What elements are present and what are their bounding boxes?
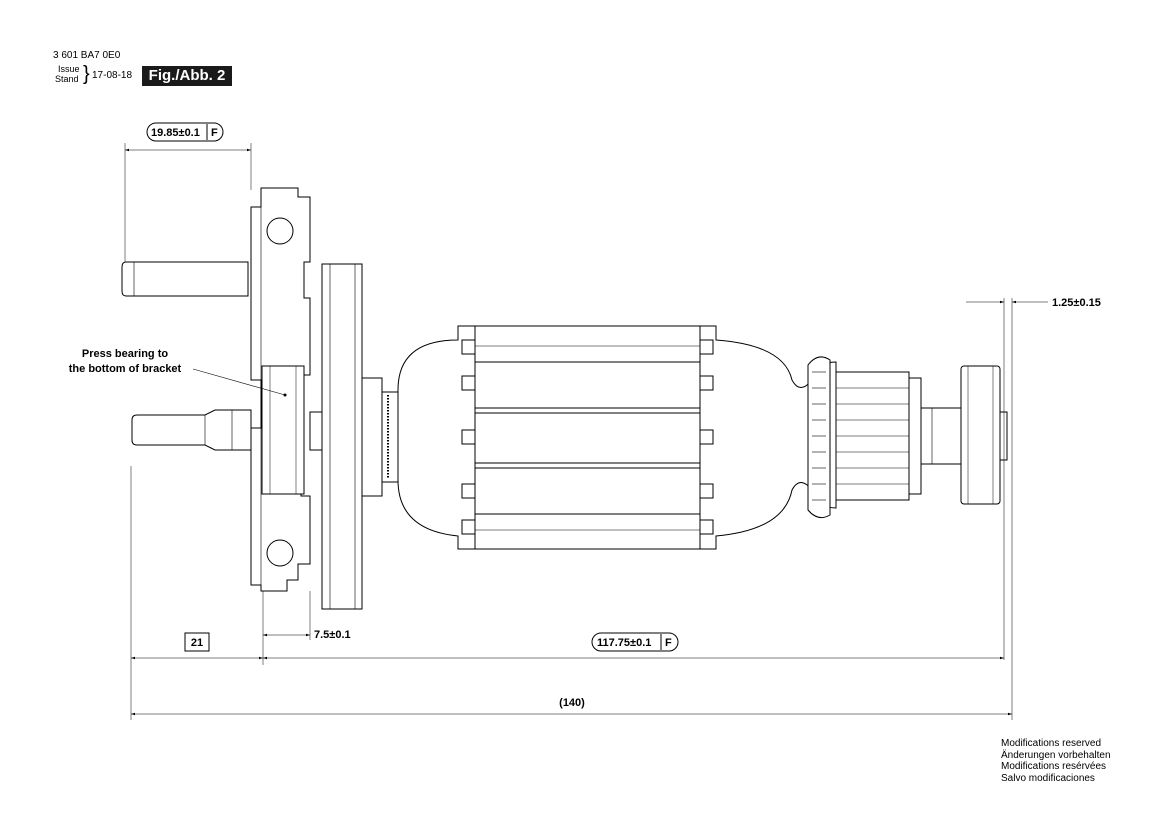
- note-line-2: the bottom of bracket: [69, 363, 182, 375]
- dim-shaft-length: 21: [191, 637, 203, 649]
- dim-overall: (140): [559, 697, 585, 709]
- modifications-line-en: Modifications reserved: [1001, 738, 1102, 749]
- modifications-line-fr: Modifications resérvées: [1001, 761, 1107, 772]
- issue-date: 17-08-18: [92, 70, 133, 81]
- modifications-line-es: Salvo modificaciones: [1001, 772, 1095, 784]
- dim-right-offset: 1.25±0.15: [1052, 297, 1101, 309]
- dim-armature-length: 117.75±0.1: [597, 637, 651, 649]
- figure-label: Fig./Abb. 2: [142, 66, 232, 86]
- dim-top-flag: F: [211, 127, 218, 139]
- dim-armature-flag: F: [665, 637, 672, 649]
- issue-label: Issue: [58, 64, 80, 74]
- brace-glyph: }: [83, 63, 90, 85]
- dim-gap: 7.5±0.1: [314, 629, 351, 641]
- part-number: 3 601 BA7 0E0: [53, 50, 121, 61]
- dim-top-width: 19.85±0.1: [151, 127, 200, 139]
- modifications-notice: Modifications reserved Änderungen vorbeh…: [1001, 738, 1111, 784]
- modifications-line-de: Änderungen vorbehalten: [1001, 749, 1111, 761]
- note-line-1: Press bearing to: [82, 348, 168, 360]
- stand-label: Stand: [55, 74, 79, 84]
